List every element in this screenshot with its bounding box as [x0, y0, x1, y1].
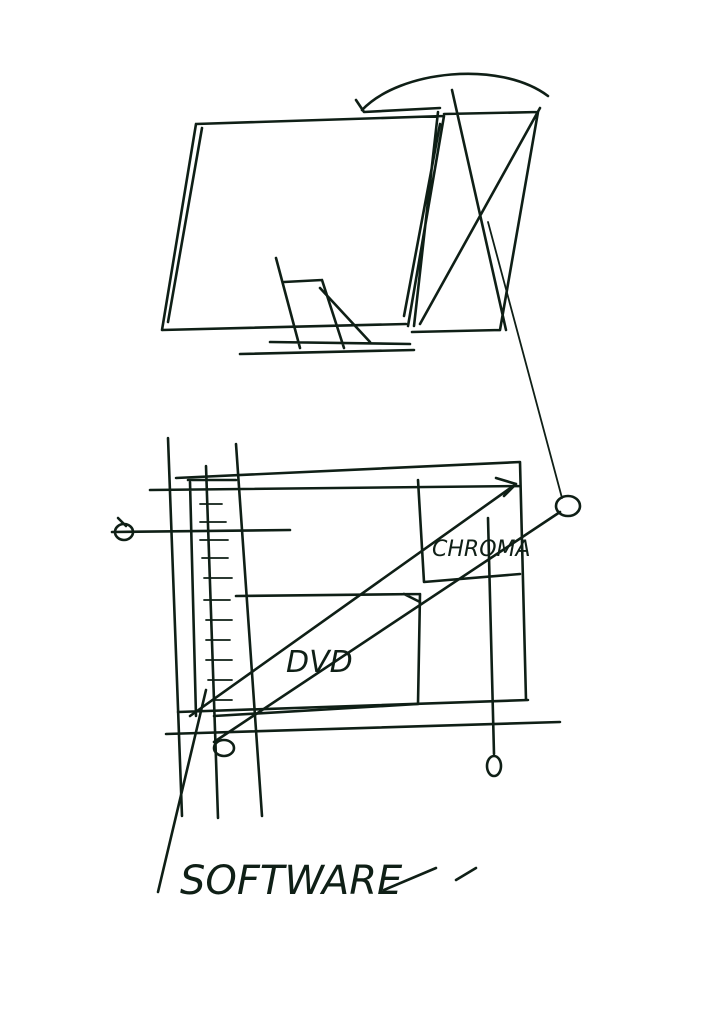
software-label: SOFTWARE — [180, 858, 403, 904]
wireframe-left-axis-line — [112, 530, 290, 532]
monitor-sketch — [162, 74, 562, 498]
wireframe-baseline — [166, 722, 560, 734]
monitor-screen-outline — [162, 112, 444, 330]
monitor-side-panel — [412, 90, 540, 332]
right-marker-circle — [556, 496, 580, 516]
bottom-marker-circle — [487, 756, 501, 776]
lower-left-marker-circle — [214, 740, 234, 756]
wireframe-left-strip — [168, 438, 262, 818]
dvd-label: DVD — [286, 645, 353, 680]
monitor-connector-line — [488, 222, 562, 498]
wireframe-strip-ticks — [200, 504, 232, 700]
chroma-label: CHROMA — [432, 537, 531, 562]
monitor-stand — [240, 258, 414, 354]
